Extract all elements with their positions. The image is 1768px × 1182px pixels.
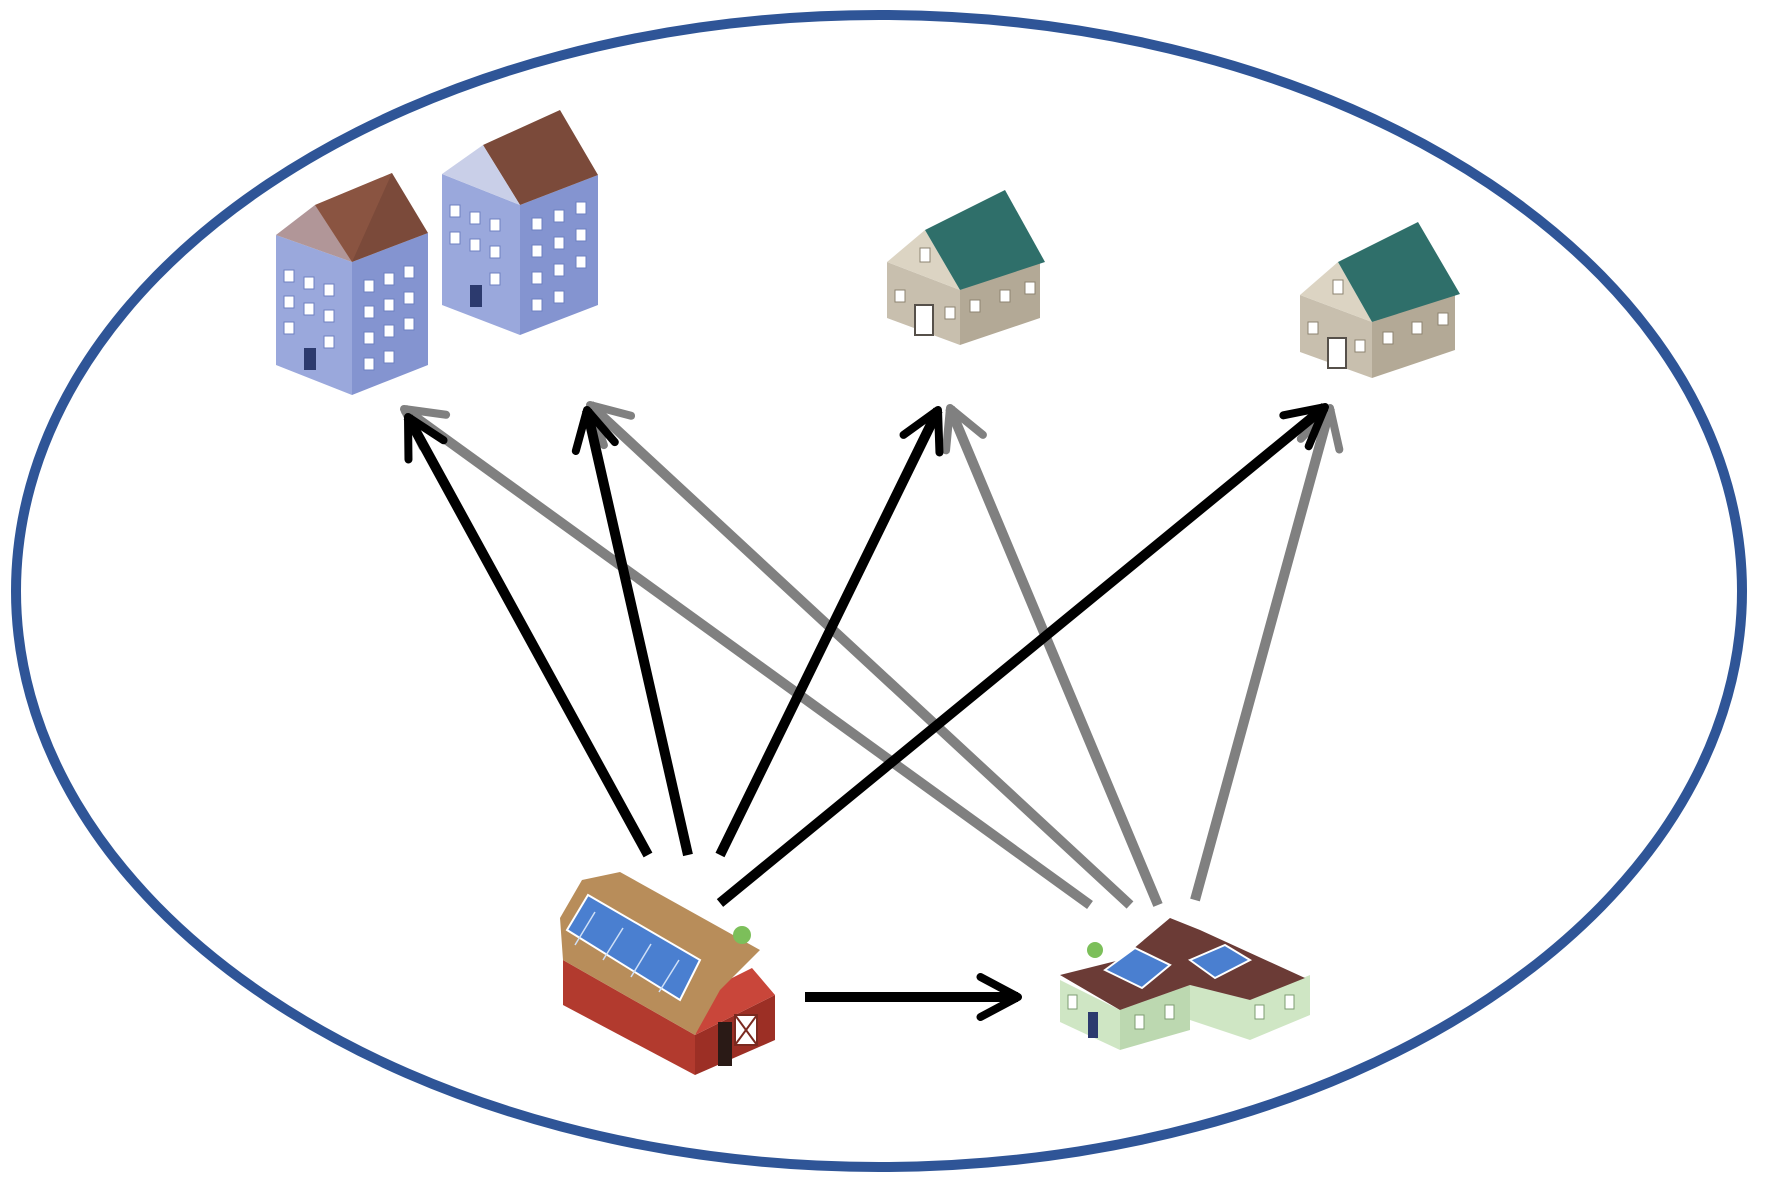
house-icon (1300, 222, 1460, 378)
arrow-solar-house-to-house-1 (942, 404, 1163, 907)
arrow-solar-house-to-apartment-1 (400, 404, 1093, 910)
solar-barn-icon (560, 872, 775, 1075)
arrow-solar-house-to-house-2 (1190, 404, 1344, 902)
community-boundary (11, 10, 1747, 1172)
arrow-barn-to-apartment-2 (571, 406, 693, 857)
arrow-solar-house-to-apartment-2 (586, 401, 1134, 909)
arrow-barn-to-house-2 (716, 403, 1329, 907)
arrow-barn-to-house-1 (715, 406, 944, 858)
solar-house-icon (1060, 918, 1310, 1050)
apartment-building-icon (276, 173, 428, 395)
arrow-barn-to-apartment-1 (403, 413, 653, 858)
arrows-secondary (400, 401, 1344, 910)
house-icon (887, 190, 1045, 345)
apartment-building-icon (442, 110, 598, 335)
arrows-primary (403, 403, 1329, 1021)
